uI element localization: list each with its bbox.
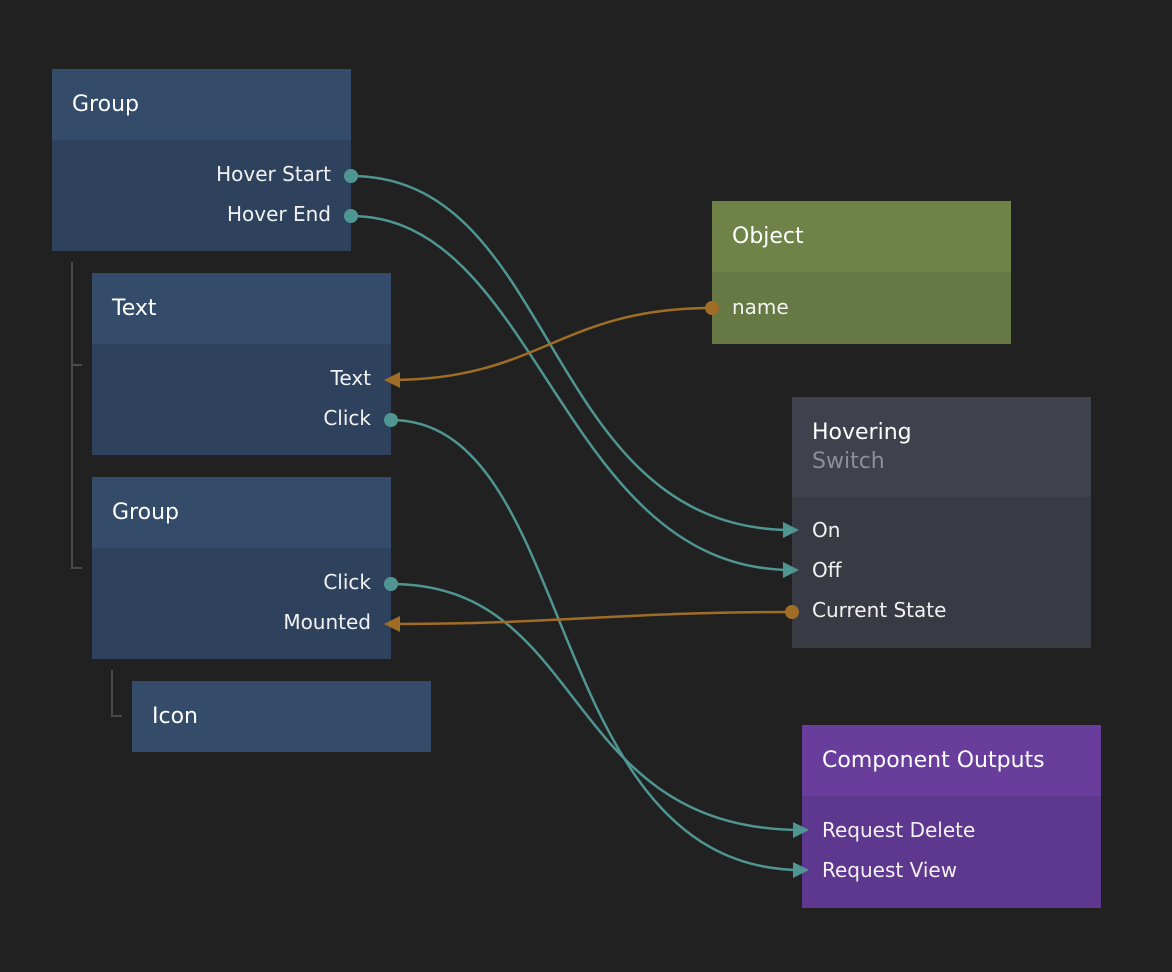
port-click[interactable]: Click [323,406,371,430]
group-node-top[interactable]: Group Hover Start Hover End [52,69,351,251]
wire-text-click-to-request-view [390,418,803,872]
node-title: Object [712,201,1011,272]
port-text[interactable]: Text [330,366,371,390]
port-off[interactable]: Off [812,558,842,582]
node-header: Hovering Switch [792,397,1091,497]
port-mounted[interactable]: Mounted [283,610,371,634]
text-node[interactable]: Text Text Click [92,273,391,455]
port-request-delete[interactable]: Request Delete [822,818,976,842]
component-outputs-node[interactable]: Component Outputs Request Delete Request… [802,725,1101,908]
node-title: Component Outputs [802,725,1101,796]
port-on[interactable]: On [812,518,841,542]
node-title: Group [92,477,391,548]
node-title: Text [92,273,391,344]
node-title: Group [52,69,351,140]
port-request-view[interactable]: Request View [822,858,958,882]
wire-current-state-to-mounted [390,610,793,626]
group-node-inner[interactable]: Group Click Mounted [92,477,391,659]
node-title: Hovering [812,420,912,445]
icon-node[interactable]: Icon [132,681,431,752]
port-hover-end[interactable]: Hover End [226,202,331,226]
port-current-state[interactable]: Current State [812,598,947,622]
wire-group-click-to-request-delete [390,582,803,832]
node-subtitle: Switch [812,449,885,474]
object-node[interactable]: Object name [712,201,1011,344]
switch-node[interactable]: Hovering Switch On Off Current State [792,397,1091,648]
port-click[interactable]: Click [323,570,371,594]
node-title: Icon [132,681,431,752]
port-hover-start[interactable]: Hover Start [216,162,331,186]
wire-name-to-text [390,306,713,382]
port-name[interactable]: name [732,295,789,319]
